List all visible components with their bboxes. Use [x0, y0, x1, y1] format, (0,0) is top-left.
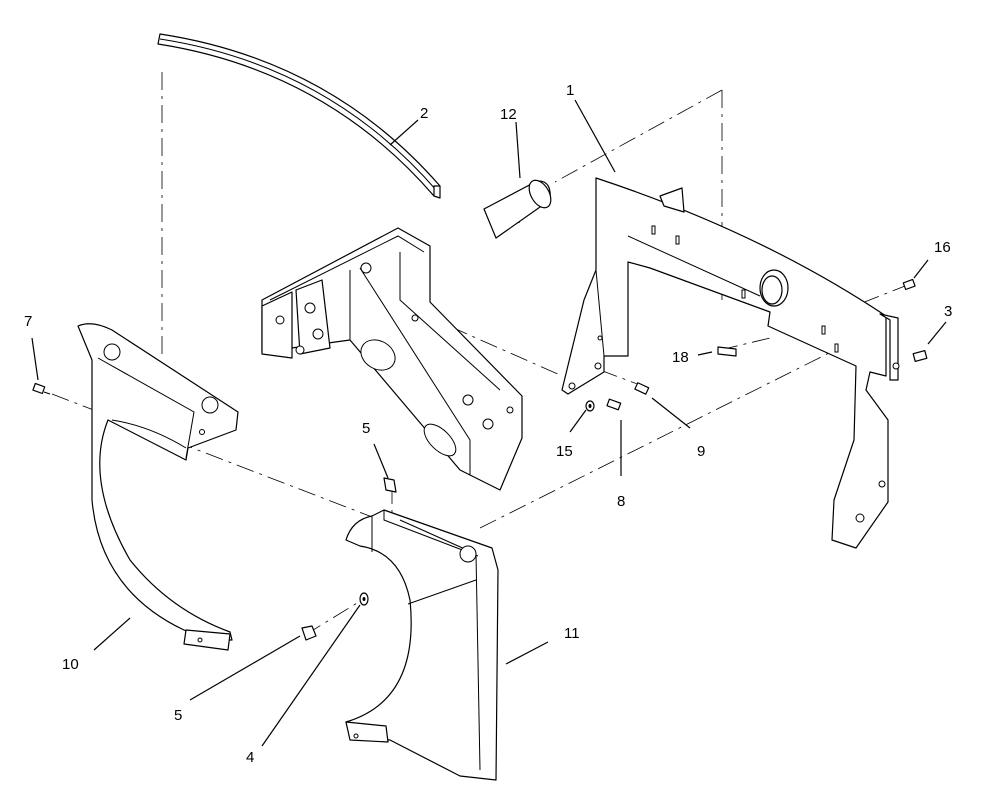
tube-part [483, 179, 552, 239]
hardware-parts [32, 278, 928, 641]
bolt-16 [902, 278, 916, 291]
callout-16: 16 [934, 239, 951, 256]
center-bracket-part [261, 227, 523, 491]
callout-9: 9 [697, 443, 705, 460]
callout-5-bottom: 5 [174, 707, 182, 724]
bolt-7 [32, 382, 51, 395]
bolt-9 [634, 382, 650, 395]
callout-4: 4 [246, 749, 254, 766]
callout-2: 2 [420, 105, 428, 122]
callout-11: 11 [564, 625, 580, 642]
callout-1: 1 [566, 82, 574, 99]
callout-12: 12 [500, 106, 517, 123]
main-frame-part [561, 177, 900, 549]
callout-15: 15 [556, 443, 573, 460]
washer-4 [359, 592, 369, 606]
nut-5-bottom [301, 625, 317, 641]
bolt-3 [912, 349, 928, 363]
washer-15 [585, 400, 595, 412]
right-shroud-part [345, 509, 499, 781]
callout-18: 18 [672, 349, 689, 366]
rubber-strip-part [157, 33, 441, 199]
callout-7: 7 [24, 313, 32, 330]
bolt-8 [606, 398, 622, 411]
callout-10: 10 [62, 656, 79, 673]
callout-3: 3 [944, 303, 952, 320]
callout-5-top: 5 [362, 420, 370, 437]
leader-lines [31, 99, 947, 747]
pad-part [717, 346, 737, 357]
left-shroud-part [77, 323, 239, 651]
callout-labels: 1 2 12 16 3 7 18 9 15 8 5 10 11 5 4 [24, 82, 952, 766]
callout-8: 8 [617, 493, 625, 510]
nut-5-top [383, 477, 397, 493]
